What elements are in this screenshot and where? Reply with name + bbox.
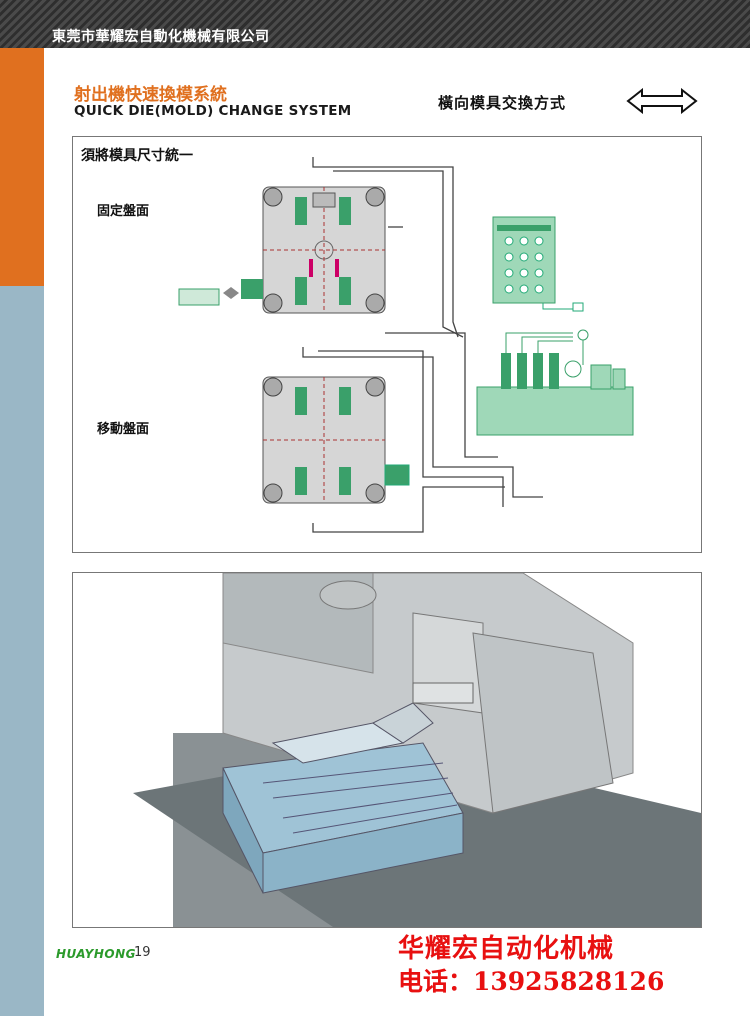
schematic-heading: 須將模具尺寸統一 bbox=[81, 148, 193, 164]
fixed-platen-label: 固定盤面 bbox=[97, 204, 150, 219]
side-band-blue bbox=[0, 286, 52, 1016]
side-divider bbox=[44, 48, 52, 1016]
side-band-orange bbox=[0, 48, 52, 286]
mold-actuator bbox=[241, 279, 263, 299]
mold-unit bbox=[178, 288, 220, 306]
header-bar: 東莞市華耀宏自動化機械有限公司 bbox=[0, 0, 750, 48]
schematic-panel: 須將模具尺寸統一 固定盤面 移動盤面 bbox=[72, 136, 702, 553]
page-title: 射出機快速換模系統 bbox=[74, 85, 227, 105]
moving-platen bbox=[262, 376, 410, 504]
brand-logo: HUAYHONG bbox=[56, 947, 136, 961]
machine-render-panel bbox=[72, 572, 702, 928]
watermark-phone: 电话：13925828126 bbox=[398, 967, 665, 996]
watermark-company: 华耀宏自动化机械 bbox=[398, 934, 615, 964]
page-subtitle: QUICK DIE(MOLD) CHANGE SYSTEM bbox=[74, 103, 352, 119]
piping bbox=[302, 157, 543, 533]
schematic-drawing bbox=[178, 157, 634, 533]
control-box bbox=[492, 216, 584, 312]
machine-render bbox=[73, 573, 701, 927]
moving-platen-label: 移動盤面 bbox=[97, 422, 150, 437]
page-number: 19 bbox=[134, 945, 151, 960]
fixed-platen bbox=[262, 186, 386, 314]
double-arrow-icon bbox=[626, 88, 698, 114]
company-name: 東莞市華耀宏自動化機械有限公司 bbox=[52, 29, 270, 45]
exchange-mode-label: 橫向模具交換方式 bbox=[438, 94, 567, 112]
hydraulic-unit bbox=[476, 329, 634, 436]
